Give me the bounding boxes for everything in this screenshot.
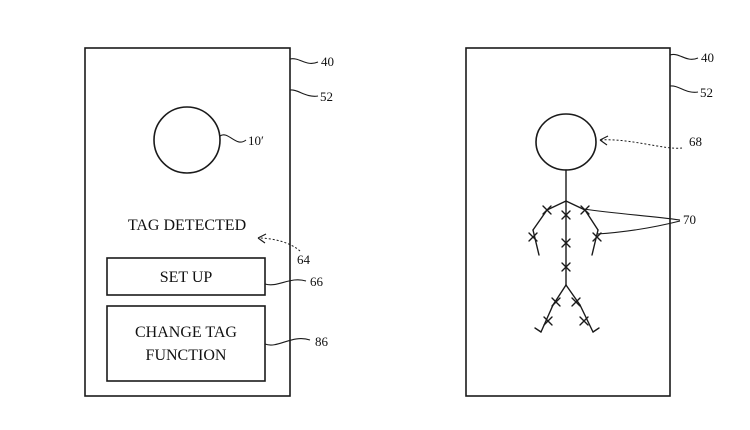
skeleton-arm-right-lower	[591, 229, 599, 256]
joints-ref-leader-upper	[582, 208, 681, 221]
right-ref-40-leader	[669, 53, 699, 60]
change-tag-button-line2: FUNCTION	[146, 347, 227, 364]
skeleton-arm-left-lower	[532, 229, 540, 256]
head-ref-arrowhead	[599, 135, 609, 146]
skeleton-leg-right-upper	[565, 284, 581, 306]
joint-marker-knee-right	[571, 297, 581, 307]
skeleton-leg-left-upper	[552, 284, 567, 306]
joint-marker-elbow-left	[528, 232, 538, 242]
joint-marker-shoulder-left	[542, 205, 552, 215]
right-ref-40: 40	[701, 50, 714, 65]
tag-ref-leader	[219, 134, 247, 143]
status-ref-label: 64	[297, 252, 311, 267]
skeleton-head	[535, 113, 597, 171]
joint-marker-shoulder-right	[580, 205, 590, 215]
left-ref-52-leader	[289, 89, 319, 97]
skeleton-arm-left-upper	[532, 209, 548, 231]
change-tag-button-line1: CHANGE TAG	[135, 324, 237, 341]
skeleton-leg-left-lower	[540, 304, 554, 333]
head-ref-label: 68	[689, 134, 702, 149]
joints-ref-label: 70	[683, 212, 696, 227]
setup-button-label: SET UP	[160, 269, 213, 286]
skeleton-arm-right-upper	[584, 209, 599, 231]
right-device-screen	[465, 47, 671, 397]
skeleton-joints	[528, 205, 602, 326]
change-tag-function-button[interactable]	[106, 305, 266, 382]
right-device: 40 52	[465, 47, 714, 397]
setup-ref-label: 66	[310, 274, 324, 289]
joint-marker-knee-left	[551, 297, 561, 307]
tag-detected-text: TAG DETECTED	[128, 217, 246, 234]
left-device-screen	[84, 47, 291, 397]
left-ref-40-leader	[289, 58, 319, 64]
joint-marker-ankle-left	[543, 316, 553, 326]
joint-marker-hip	[561, 262, 571, 272]
skeleton-shoulder-right	[565, 200, 586, 211]
status-ref-arrowhead	[257, 233, 267, 244]
skeleton-foot-right	[592, 327, 600, 333]
head-ref-leader	[599, 139, 683, 149]
tag-circle	[153, 106, 221, 174]
setup-button[interactable]	[106, 257, 266, 296]
joints-ref-leader-lower	[596, 220, 681, 235]
skeleton-shoulder-left	[546, 200, 567, 211]
left-device: 40 52 10′ TAG DETECTED 64 SET UP 66 CHAN…	[84, 47, 334, 397]
joint-marker-spine	[561, 238, 571, 248]
change-ref-label: 86	[315, 334, 329, 349]
skeleton-figure	[528, 113, 602, 333]
right-ref-52-leader	[669, 85, 699, 93]
right-ref-52: 52	[700, 85, 713, 100]
joint-marker-ankle-right	[579, 316, 589, 326]
change-ref-leader	[264, 338, 311, 346]
skeleton-foot-left	[534, 327, 542, 333]
tag-ref-label: 10′	[248, 133, 264, 148]
joint-marker-neck	[561, 210, 571, 220]
setup-ref-leader	[264, 279, 307, 286]
left-ref-40: 40	[321, 54, 334, 69]
left-ref-52: 52	[320, 89, 333, 104]
status-ref-leader	[257, 237, 301, 252]
